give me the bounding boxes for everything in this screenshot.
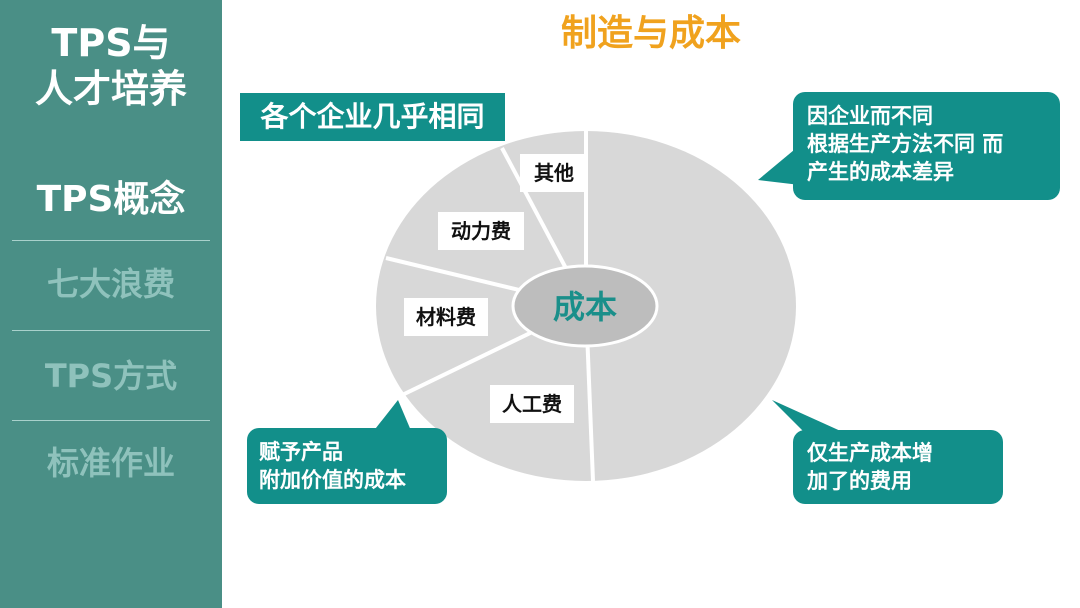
pie-center-label: 成本 bbox=[552, 288, 617, 326]
callout-line: 加了的费用 bbox=[807, 469, 912, 493]
segment-label-power-cost: 动力费 bbox=[438, 212, 524, 250]
callout-bottom-left: 赋予产品 附加价值的成本 bbox=[247, 428, 447, 504]
segment-label-other: 其他 bbox=[520, 154, 588, 192]
callout-line: 因企业而不同 bbox=[807, 104, 933, 128]
callout-bottom-right: 仅生产成本增 加了的费用 bbox=[793, 430, 1003, 504]
segment-label-material-cost: 材料费 bbox=[404, 298, 488, 336]
sidebar-divider bbox=[12, 420, 210, 421]
sidebar-item-standard-work[interactable]: 标准作业 bbox=[46, 444, 175, 482]
common-cost-label: 各个企业几乎相同 bbox=[240, 93, 505, 141]
page-title: 制造与成本 bbox=[560, 13, 741, 54]
sidebar-item-seven-wastes[interactable]: 七大浪费 bbox=[46, 265, 175, 303]
sidebar-item-tps-method[interactable]: TPS方式 bbox=[44, 357, 178, 395]
callout-pointer-bottom-right bbox=[772, 400, 845, 433]
callout-line: 赋予产品 bbox=[259, 440, 343, 464]
sidebar-divider bbox=[12, 240, 210, 241]
sidebar-title-line2: 人才培养 bbox=[34, 67, 187, 111]
callout-pointer-bottom-left bbox=[372, 400, 412, 433]
callout-pointer-top-right bbox=[758, 145, 800, 185]
callout-line: 产生的成本差异 bbox=[807, 160, 954, 184]
sidebar-title-line1: TPS与 bbox=[51, 21, 171, 65]
sidebar-divider bbox=[12, 330, 210, 331]
sidebar-item-tps-concept[interactable]: TPS概念 bbox=[36, 179, 186, 220]
sidebar: TPS与 人才培养 TPS概念 七大浪费 TPS方式 标准作业 bbox=[0, 0, 222, 608]
callout-line: 仅生产成本增 bbox=[807, 441, 933, 465]
callout-line: 附加价值的成本 bbox=[259, 468, 406, 492]
callout-top-right: 因企业而不同 根据生产方法不同 而 产生的成本差异 bbox=[793, 92, 1060, 200]
segment-label-labor-cost: 人工费 bbox=[490, 385, 574, 423]
pie-center-hub bbox=[511, 264, 659, 348]
callout-line: 根据生产方法不同 而 bbox=[807, 132, 1004, 156]
